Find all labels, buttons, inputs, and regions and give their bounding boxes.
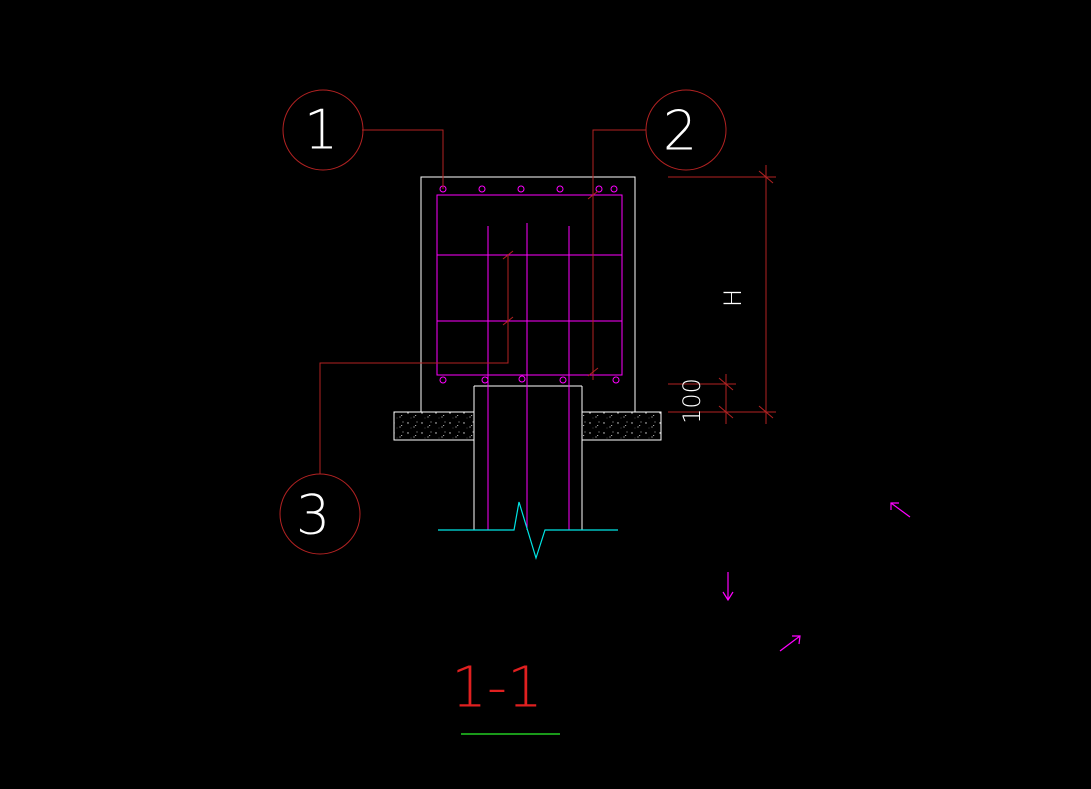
stirrup-outer	[436, 194, 623, 376]
direction-arrows	[722, 502, 911, 652]
break-line	[438, 501, 618, 561]
callout-1-label: 1	[304, 99, 338, 162]
rebar-bottom-bars	[439, 375, 620, 384]
arrow-marker-3	[779, 635, 801, 652]
beam-concrete-outline	[420, 176, 636, 413]
arrow-marker-1	[890, 502, 911, 518]
rebar-cage	[436, 194, 623, 530]
dimension-h-label: H	[719, 289, 747, 307]
leader-1	[362, 129, 444, 189]
rebar-top-bars	[439, 185, 618, 193]
dimension-lines	[668, 165, 776, 424]
section-title: 1-1	[451, 656, 542, 721]
callout-3-label: 3	[296, 484, 330, 547]
column-outline	[473, 385, 583, 530]
ground-slab	[393, 411, 662, 441]
callout-2: 2	[645, 89, 727, 171]
callout-3: 3	[279, 473, 361, 555]
callout-2-label: 2	[663, 100, 697, 163]
dimension-100-label: 100	[678, 378, 706, 424]
callout-1: 1	[282, 89, 364, 171]
arrow-marker-2	[722, 572, 734, 602]
leader-2	[592, 129, 646, 380]
leader-3	[319, 254, 509, 474]
leader-lines	[319, 129, 646, 474]
